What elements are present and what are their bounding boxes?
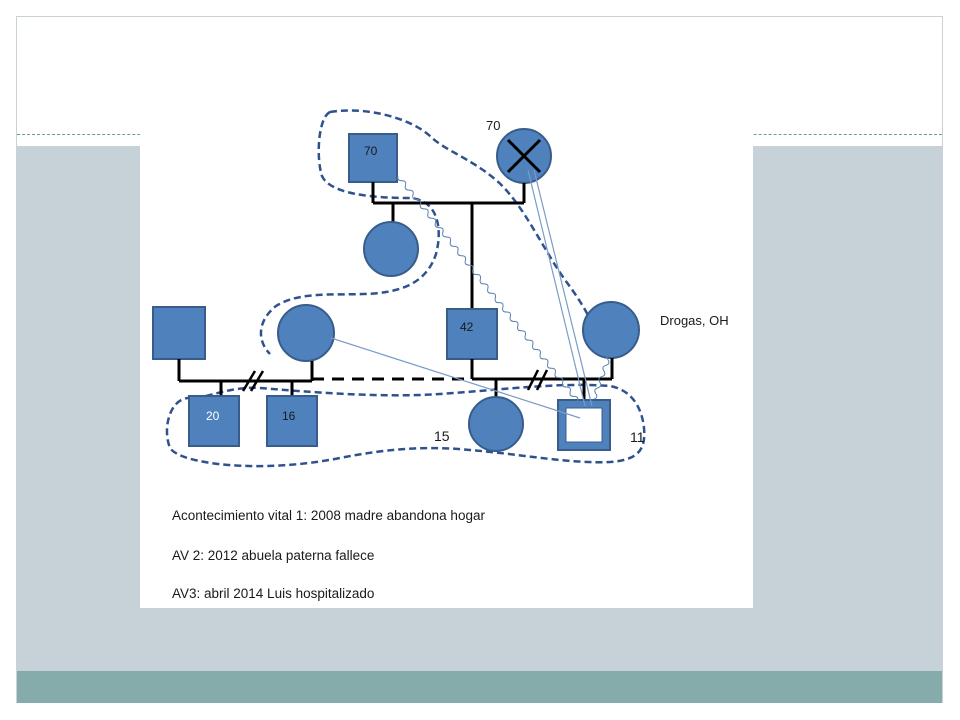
children-household-boundary bbox=[165, 383, 646, 468]
life-event-1: Acontecimiento vital 1: 2008 madre aband… bbox=[172, 508, 485, 523]
aunt-circle bbox=[363, 221, 419, 277]
mother-patient-relation bbox=[330, 337, 581, 419]
title-area bbox=[17, 17, 942, 134]
mother-annotation: Drogas, OH bbox=[660, 313, 729, 328]
deceased-cross-b bbox=[506, 138, 542, 174]
half-sibling-1-age: 20 bbox=[206, 409, 220, 423]
grandmother-patient-relation-b bbox=[533, 169, 593, 407]
father-age: 42 bbox=[460, 320, 474, 334]
upper-household-boundary bbox=[259, 109, 597, 355]
mother-circle bbox=[277, 304, 335, 362]
father-square bbox=[446, 308, 498, 360]
half-sibling-2-age: 16 bbox=[282, 409, 296, 423]
grandfather-patient-conflict bbox=[397, 175, 579, 402]
grandfather-age: 70 bbox=[364, 144, 378, 158]
divorce-mark-left-2 bbox=[249, 370, 265, 392]
stepmother-circle bbox=[582, 301, 640, 359]
grandmother-age: 70 bbox=[486, 118, 500, 133]
grandfather-square bbox=[348, 133, 398, 183]
patient-age: 11 bbox=[630, 429, 645, 445]
grandmother-patient-relation-a bbox=[527, 169, 586, 407]
divorce-mark-left-1 bbox=[241, 370, 257, 392]
half-sibling-2-square bbox=[266, 395, 318, 447]
stepmother-patient-conflict bbox=[593, 353, 611, 400]
life-event-2: AV 2: 2012 abuela paterna fallece bbox=[172, 548, 375, 563]
sister-age: 15 bbox=[434, 428, 450, 444]
footer-band bbox=[17, 671, 942, 703]
divorce-mark-right-1 bbox=[526, 369, 540, 391]
life-event-3: AV3: abril 2014 Luis hospitalizado bbox=[172, 586, 375, 601]
half-sibling-1-square bbox=[188, 395, 240, 447]
genogram-figure: 70 70 42 Drogas, OH 20 16 15 11 Acontecimiento … bbox=[140, 109, 753, 608]
sister-circle bbox=[468, 396, 524, 452]
divorce-mark-right-2 bbox=[535, 369, 549, 391]
patient-square-inner bbox=[565, 407, 603, 443]
mother-partner-square bbox=[152, 306, 206, 360]
genogram-diagram: 70 70 42 Drogas, OH 20 16 15 11 bbox=[152, 109, 729, 468]
